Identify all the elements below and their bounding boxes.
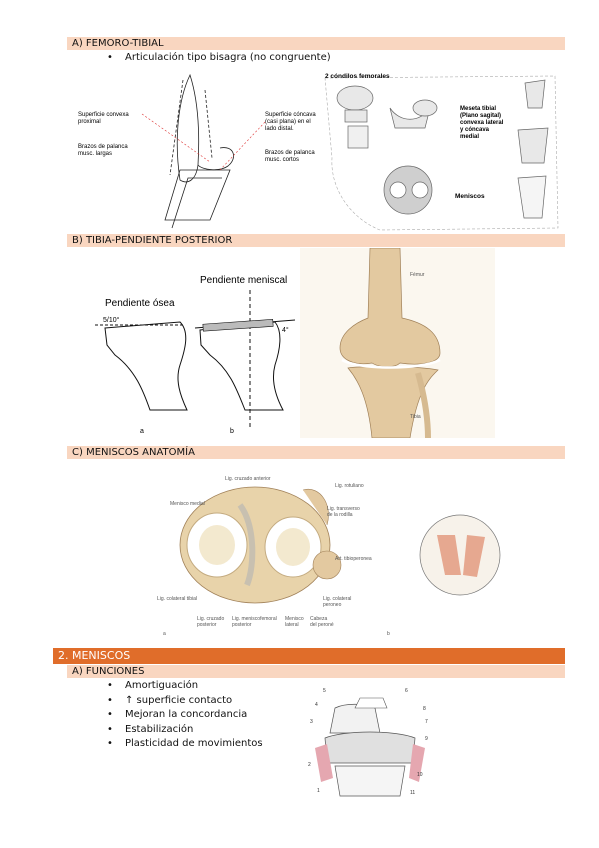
label-cabeza-perone-2: del peroné [310, 622, 334, 628]
label-superficie-concava: Superficie cóncava [265, 112, 316, 118]
funciones-bullets: Amortiguación ↑ superficie contacto Mejo… [107, 679, 263, 752]
number-10: 10 [417, 772, 423, 778]
label-cabeza-perone: Cabeza [310, 616, 327, 622]
label-lig-cruzado-post: Lig. cruzado [197, 616, 224, 622]
label-meseta-4: y cóncava [460, 127, 490, 133]
label-art-tibioperonea: Art. tibioperonea [335, 556, 372, 562]
section-title-meniscos-anatomia: C) MENISCOS ANATOMÍA [67, 446, 565, 459]
label-femur: Fémur [410, 272, 425, 278]
label-pendiente-meniscal: Pendiente meniscal [200, 275, 287, 286]
label-brazos-palanca-2: musc. largas [78, 151, 112, 157]
label-lig-meniscofemoral-2: posterior [232, 622, 252, 628]
label-lig-meniscofemoral: Lig. meniscofemoral [232, 616, 277, 622]
label-lig-transverso: Lig. transverso [327, 506, 360, 512]
label-meseta-2: (Plano sagital) [460, 113, 501, 119]
figure-tibia-pendiente: Pendiente meniscal Pendiente ósea 5/10° … [95, 275, 296, 435]
label-superficie-concava-3: lado distal. [265, 126, 294, 132]
bullet-item: Estabilización [107, 723, 263, 738]
bullet-item: ↑ superficie contacto [107, 694, 263, 709]
label-brazos-palanca: Brazos de palanca [78, 144, 128, 150]
section-title-funciones: A) FUNCIONES [67, 665, 565, 678]
label-meseta-1: Meseta tibial [460, 106, 496, 112]
bullet-item: Plasticidad de movimientos [107, 737, 263, 752]
label-lig-rotuliano: Lig. rotuliano [335, 483, 364, 489]
label-tibia: Tibia [410, 414, 421, 420]
label-lig-colateral-peroneo-2: peroneo [323, 602, 342, 608]
figure-femoro-tibial-lever: Superficie convexa proximal Brazos de pa… [78, 73, 316, 229]
number-7: 7 [425, 719, 428, 725]
number-11: 11 [410, 790, 415, 796]
label-brazos-cortos: Brazos de palanca [265, 150, 315, 156]
figure-knee-anterior: Fémur Tibia [300, 248, 495, 438]
section-title-femoro-tibial: A) FEMORO-TIBIAL [67, 37, 565, 50]
label-lig-cruzado-post-2: posterior [197, 622, 217, 628]
label-b: b [230, 428, 234, 435]
label-menisco-lateral: Menisco [285, 616, 304, 622]
label-meniscos: Meniscos [455, 193, 485, 200]
label-lig-colateral-peroneo: Lig. colateral [323, 596, 351, 602]
number-8: 8 [423, 706, 426, 712]
label-angle-5-10: 5/10° [103, 316, 120, 324]
number-9: 9 [425, 736, 428, 742]
label-superficie-concava-2: (casi plana) en el [265, 119, 311, 125]
figure-meniscos-anatomia: Lig. cruzado anterior Lig. rotuliano Men… [157, 476, 501, 637]
label-fig-b: b [387, 631, 390, 637]
femoro-tibial-bullets: Articulación tipo bisagra (no congruente… [107, 51, 331, 66]
label-brazos-cortos-2: musc. cortos [265, 157, 299, 163]
number-3: 3 [310, 719, 313, 725]
label-a: a [140, 428, 144, 435]
label-angle-4: 4° [282, 326, 289, 334]
label-superficie-convexa-2: proximal [78, 119, 101, 125]
label-superficie-convexa: Superficie convexa [78, 112, 129, 118]
bullet-item: Amortiguación [107, 679, 263, 694]
label-meseta-5: medial [460, 134, 479, 140]
bullet-item: Mejoran la concordancia [107, 708, 263, 723]
number-2: 2 [308, 762, 311, 768]
bullet-item: Articulación tipo bisagra (no congruente… [107, 51, 331, 66]
label-lig-cruzado-ant: Lig. cruzado anterior [225, 476, 271, 482]
number-4: 4 [315, 702, 318, 708]
label-condilos-femorales: 2 cóndilos femorales [325, 73, 390, 80]
section-title-meniscos: 2. MENISCOS [53, 648, 565, 664]
label-lig-transverso-2: de la rodilla [327, 512, 353, 518]
figure-knee-numbered: 5 6 4 8 3 7 2 9 1 10 11 [308, 688, 428, 797]
number-6: 6 [405, 688, 408, 694]
label-menisco-lateral-2: lateral [285, 622, 299, 628]
label-menisco-medial: Menisco medial [170, 501, 205, 507]
label-meseta-3: convexa lateral [460, 120, 504, 126]
number-5: 5 [323, 688, 326, 694]
figure-femoro-tibial-anatomy: 2 cóndilos femorales Meseta tibial (Plan… [324, 73, 559, 231]
section-title-tibia-pendiente: B) TIBIA-PENDIENTE POSTERIOR [67, 234, 565, 247]
label-lig-colateral-tibial: Lig. colateral tibial [157, 596, 197, 602]
label-fig-a: a [163, 631, 166, 637]
label-pendiente-osea: Pendiente ósea [105, 298, 175, 309]
number-1: 1 [317, 788, 320, 794]
